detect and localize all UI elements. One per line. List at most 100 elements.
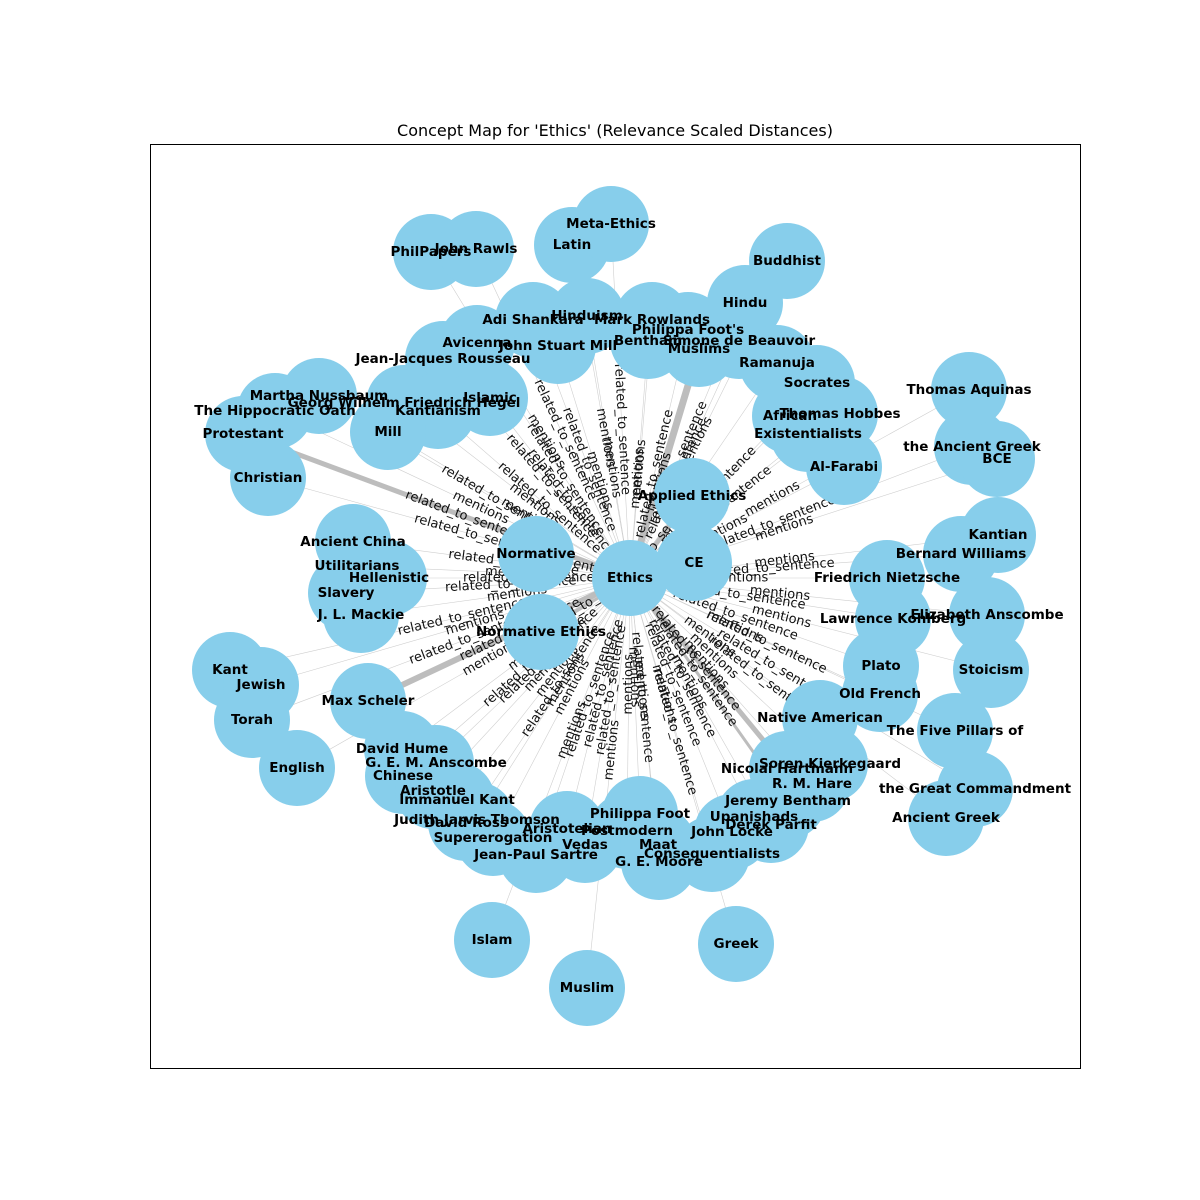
node-ethics — [592, 540, 668, 616]
node-label-hippocratic-oath: The Hippocratic Oath — [194, 403, 355, 419]
edge-ethics-david-ross — [465, 577, 631, 824]
node-old-french — [842, 656, 918, 732]
node-label-soren-kierkegaard: Soren Kierkegaard — [759, 756, 901, 772]
node-label-christian: Christian — [234, 470, 303, 486]
plot-frame — [150, 144, 1081, 1069]
node-label-bentham: Bentham — [614, 333, 682, 349]
edge-ethics-aristotelian — [566, 577, 631, 830]
node-english — [259, 730, 335, 806]
node-label-ce: CE — [684, 555, 703, 571]
node-label-john-locke: John Locke — [690, 824, 773, 840]
edge-ethics-nicolai-hartmann — [627, 575, 790, 772]
node-label-vedas: Vedas — [562, 837, 608, 853]
edge-ethics-consequentialists — [629, 577, 713, 855]
edge-ethics-islamic — [489, 397, 631, 579]
node-label-immanuel-kant: Immanuel Kant — [399, 792, 515, 808]
edge-ethics-kantianism — [437, 410, 631, 579]
node-label-thomas-hobbes: Thomas Hobbes — [779, 406, 900, 422]
node-label-max-scheler: Max Scheler — [322, 693, 415, 709]
node-label-aristotelian: Aristotelian — [522, 821, 611, 837]
edge-ethics-torah — [251, 577, 631, 721]
node-label-ramanuja: Ramanuja — [739, 355, 815, 371]
node-meta-ethics — [573, 186, 649, 262]
edge-label-kantian: mentions — [754, 549, 816, 571]
node-label-mill: Mill — [374, 424, 401, 440]
edge-ethics-meta-ethics — [610, 223, 631, 579]
node-label-nicolai-hartmann: Nicolai Hartmann — [721, 761, 853, 777]
node-normative-ethics — [503, 594, 579, 670]
node-label-muslims: Muslims — [668, 341, 730, 357]
edge-ethics-supererogation — [492, 577, 631, 839]
node-label-plato: Plato — [861, 658, 900, 674]
node-jl-mackie — [323, 577, 399, 653]
edge-label-elizabeth-anscombe: mentions — [749, 583, 811, 604]
node-greek — [698, 906, 774, 982]
node-label-derek-parfit: Derek Parfit — [725, 817, 817, 833]
edge-ethics-bentham — [629, 340, 649, 579]
node-circles — [192, 186, 1036, 1026]
node-elizabeth-anscombe — [949, 577, 1025, 653]
node-ancient-greek — [908, 780, 984, 856]
node-applied-ethics — [654, 458, 730, 534]
node-label-aristotle: Aristotle — [400, 783, 466, 799]
edge-label-maat: mentions — [631, 659, 652, 721]
node-label-existentialists: Existentialists — [754, 426, 862, 442]
node-label-jean-paul-sartre: Jean-Paul Sartre — [473, 847, 598, 863]
edge-label-philippa-foot: mentions — [625, 647, 643, 708]
node-label-five-pillars: The Five Pillars of — [887, 723, 1024, 739]
figure-title: Concept Map for 'Ethics' (Relevance Scal… — [397, 121, 833, 140]
node-label-torah: Torah — [231, 712, 273, 728]
node-label-slavery: Slavery — [318, 585, 375, 601]
node-mill — [350, 394, 426, 470]
node-normative — [498, 516, 574, 592]
node-label-friedrich-nietzsche: Friedrich Nietzsche — [814, 570, 960, 586]
node-bce — [959, 421, 1035, 497]
node-john-rawls — [438, 211, 514, 287]
node-label-gem-anscombe: G. E. M. Anscombe — [365, 755, 506, 771]
node-muslim — [549, 950, 625, 1026]
node-label-old-french: Old French — [839, 686, 921, 702]
node-label-elizabeth-anscombe: Elizabeth Anscombe — [910, 607, 1063, 623]
node-label-protestant: Protestant — [202, 426, 284, 442]
node-label-ancient-greek: Ancient Greek — [892, 810, 1001, 826]
node-label-adi-shankara: Adi Shankara — [482, 312, 583, 328]
node-al-farabi — [806, 429, 882, 505]
edge-ethics-david-hume — [401, 577, 631, 750]
edge-ethics-muslim — [586, 577, 631, 989]
node-five-pillars — [917, 693, 993, 769]
edge-ethics-upanishads — [629, 577, 755, 818]
node-label-african: African — [763, 408, 817, 424]
node-label-john-stuart-mill: John Stuart Mill — [498, 338, 617, 354]
node-label-rm-hare: R. M. Hare — [772, 776, 852, 792]
node-label-jl-mackie: J. L. Mackie — [317, 607, 405, 623]
node-label-philippa-foots: Philippa Foot's — [632, 322, 744, 338]
node-label-hinduism: Hinduism — [551, 308, 623, 324]
node-label-islam: Islam — [472, 932, 513, 948]
node-label-english: English — [269, 760, 324, 776]
node-label-kantianism: Kantianism — [395, 403, 481, 419]
node-label-utilitarians: Utilitarians — [315, 558, 400, 574]
node-label-normative: Normative — [496, 546, 575, 562]
node-label-muslim: Muslim — [560, 980, 614, 996]
node-label-applied-ethics: Applied Ethics — [638, 488, 747, 504]
node-label-david-hume: David Hume — [356, 741, 448, 757]
node-label-upanishads: Upanishads — [710, 809, 798, 825]
node-label-philpapers: PhilPapers — [391, 244, 472, 260]
node-label-al-farabi: Al-Farabi — [810, 459, 878, 475]
edge-ethics-great-commandment — [629, 577, 976, 790]
node-jean-paul-sartre — [498, 817, 574, 893]
edge-ethics-muslims — [626, 345, 703, 582]
edge-ethics-judith-jarvis-thomson — [476, 577, 631, 821]
node-label-ge-moore: G. E. Moore — [615, 854, 703, 870]
edge-label-postmodern: mentions — [621, 654, 637, 715]
edge-ethics-vedas — [584, 577, 631, 846]
node-label-maat: Maat — [639, 837, 678, 853]
node-islam — [454, 902, 530, 978]
node-label-postmodern: Postmodern — [581, 823, 673, 839]
edge-ethics-immanuel-kant — [456, 577, 631, 801]
node-label-jewish: Jewish — [236, 677, 286, 693]
node-label-latin: Latin — [553, 237, 591, 253]
